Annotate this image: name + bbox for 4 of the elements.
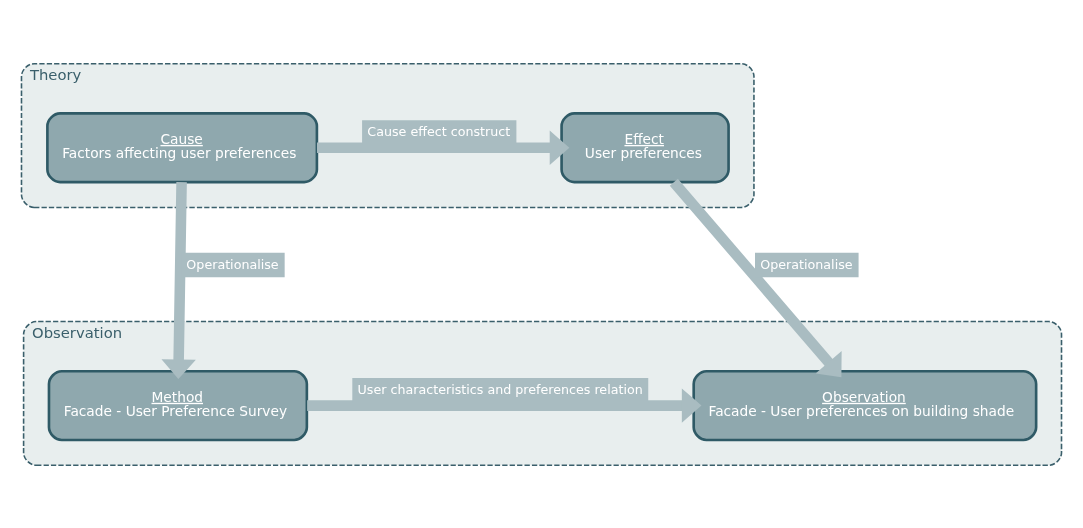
edge-label: Operationalise bbox=[186, 256, 279, 272]
edge-label: User characteristics and preferences relation bbox=[357, 381, 643, 397]
edge-label: Cause effect construct bbox=[367, 123, 511, 139]
edge-label: Operationalise bbox=[760, 256, 853, 272]
